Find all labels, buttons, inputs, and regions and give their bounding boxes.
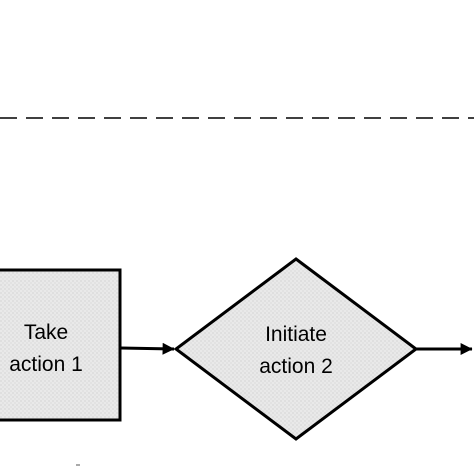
decision-diamond-initiate-action	[173, 257, 419, 441]
decision-diamond-label-line2: action 2	[259, 355, 333, 378]
process-box-label-line2: action 1	[9, 353, 83, 376]
decision-diamond-label-line1: Initiate	[265, 323, 327, 346]
arrow-box-to-decision	[119, 342, 175, 355]
process-box-label-line1: Take	[24, 321, 68, 344]
process-box-take-action	[0, 268, 122, 422]
